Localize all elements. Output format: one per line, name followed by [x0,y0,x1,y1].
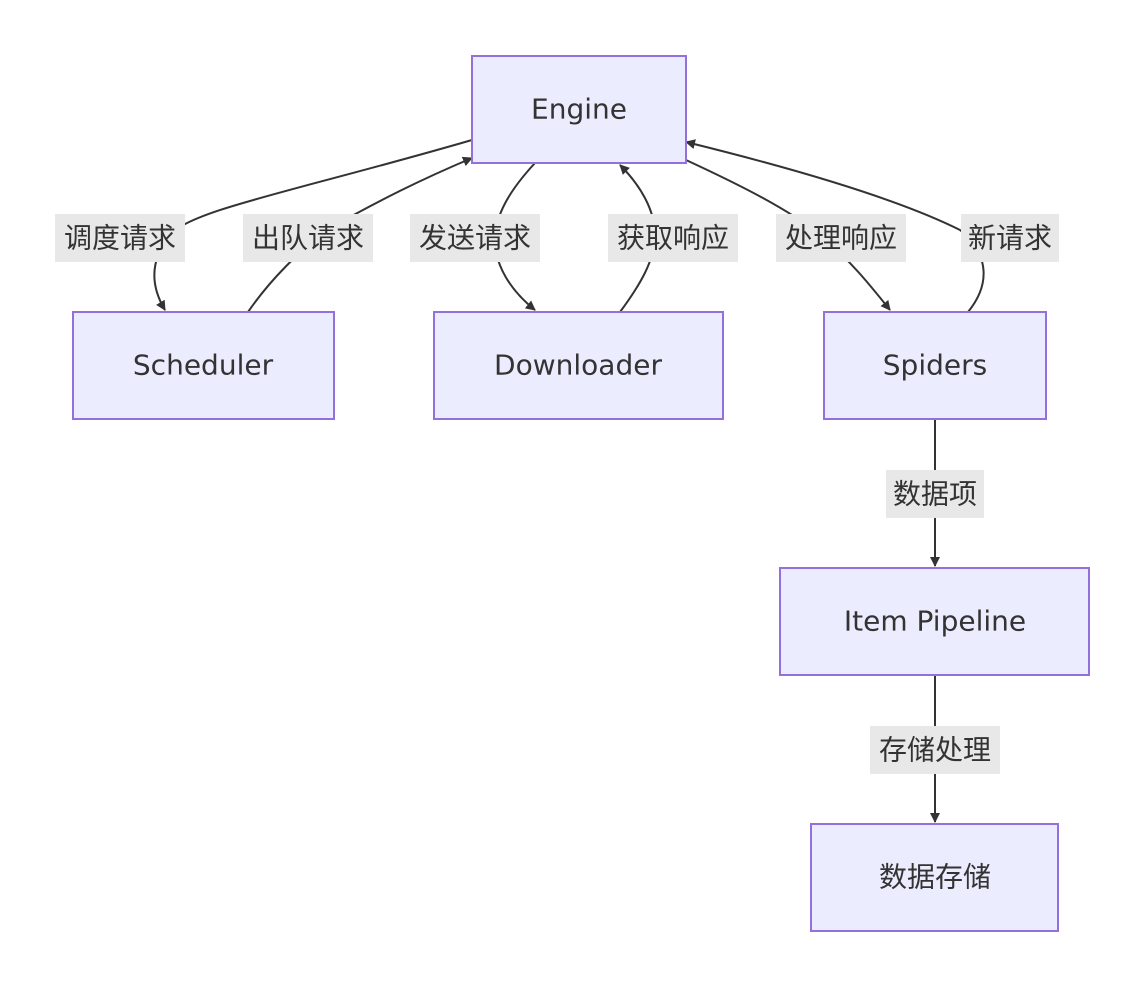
edge-label-get-response: 获取响应 [608,214,738,262]
edge-label-store-process: 存储处理 [870,726,1000,774]
svg-text:新请求: 新请求 [968,222,1052,255]
svg-text:Scheduler: Scheduler [133,349,274,382]
edge-label-send-request: 发送请求 [410,214,540,262]
edge-spiders-to-engine [685,139,985,313]
svg-text:存储处理: 存储处理 [879,734,991,767]
svg-text:调度请求: 调度请求 [64,222,176,255]
node-spiders: Spiders [823,311,1047,420]
edge-label-process-response: 处理响应 [776,214,906,262]
edge-label-data-item: 数据项 [886,470,984,518]
edge-label-new-request: 新请求 [961,214,1059,262]
svg-text:Downloader: Downloader [494,349,662,382]
svg-text:Spiders: Spiders [883,349,987,382]
edge-label-schedule-request: 调度请求 [55,214,185,262]
svg-text:获取响应: 获取响应 [617,222,729,255]
svg-text:处理响应: 处理响应 [785,222,897,255]
node-item-pipeline: Item Pipeline [779,567,1090,676]
svg-text:Item Pipeline: Item Pipeline [844,605,1026,638]
svg-text:数据项: 数据项 [893,478,977,511]
node-engine: Engine [471,55,687,164]
svg-text:Engine: Engine [531,93,627,126]
svg-text:发送请求: 发送请求 [419,222,531,255]
svg-text:出队请求: 出队请求 [252,222,364,255]
svg-text:数据存储: 数据存储 [879,861,991,894]
node-downloader: Downloader [433,311,724,420]
edge-label-dequeue-request: 出队请求 [243,214,373,262]
node-scheduler: Scheduler [72,311,335,420]
node-storage: 数据存储 [810,823,1059,932]
edge-engine-to-scheduler [153,139,473,311]
